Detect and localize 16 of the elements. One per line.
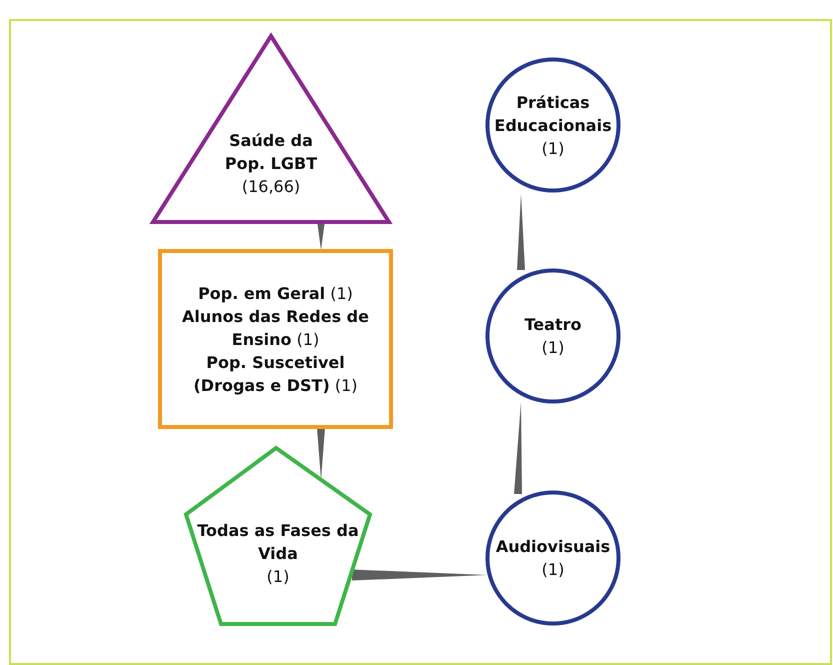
tapered-connector [514, 402, 522, 494]
node-label: (1) [266, 566, 290, 588]
node-label: (1) [542, 337, 564, 359]
node-label: Alunos das Redes de Ensino (1) [181, 306, 370, 350]
node-label: Pop. Suscetivel (Drogas e DST) (1) [192, 352, 359, 396]
node-title: Todas as Fases da Vida [196, 520, 360, 564]
node-title: Práticas Educacionais [493, 92, 613, 136]
node-title: Teatro [524, 314, 582, 336]
node-title: Saúde da Pop. LGBT [224, 130, 318, 174]
node-label: (1) [542, 559, 564, 581]
node-label: (1) [542, 138, 564, 160]
node-label: (16,66) [242, 176, 300, 198]
node-label: Pop. em Geral (1) [198, 282, 353, 304]
tapered-connector [317, 428, 325, 480]
node-title: Audiovisuais [496, 536, 610, 558]
tapered-connector [318, 224, 324, 250]
